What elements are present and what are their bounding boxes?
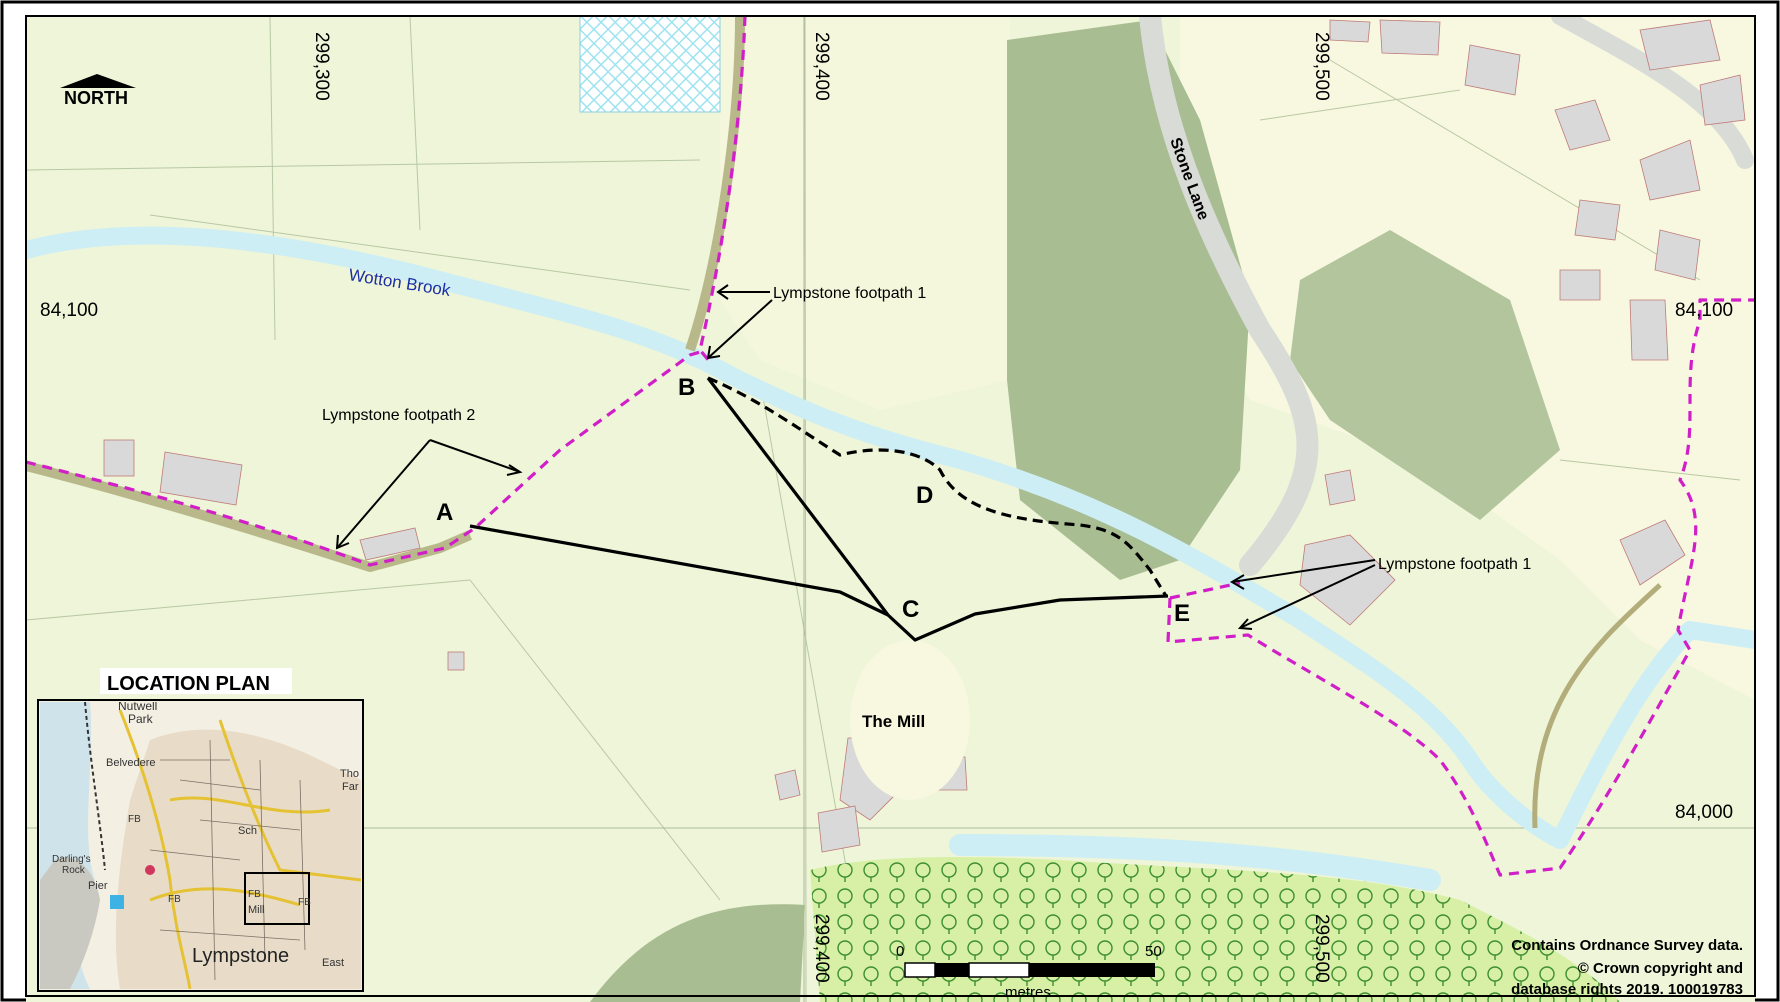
field-boundaries xyxy=(26,16,1741,1002)
copyright-line-1: Contains Ordnance Survey data. xyxy=(1511,937,1743,954)
copyright-line-2: © Crown copyright and xyxy=(1578,960,1743,977)
hedge-top xyxy=(685,16,745,352)
copyright-notice: Contains Ordnance Survey data. © Crown c… xyxy=(1511,937,1743,998)
north-arrow: NORTH xyxy=(60,74,136,108)
scale-zero: 0 xyxy=(896,943,904,960)
inset-streets xyxy=(149,739,306,981)
point-d-label: D xyxy=(916,482,933,509)
route-b-d-e xyxy=(707,376,1168,597)
inset-label-fb-2: FB xyxy=(168,894,181,905)
field-pale-top xyxy=(720,16,1010,410)
inset-label-mill: Mill xyxy=(248,904,265,916)
grid-label-n-84000-right: 84,000 xyxy=(1675,802,1733,823)
grid-label-e-299500-top: 299,500 xyxy=(1311,32,1332,101)
inset-mudflat xyxy=(40,857,100,989)
inset-label-tho: Tho xyxy=(340,768,359,780)
annotation-fp1-right: Lympstone footpath 1 xyxy=(1378,556,1531,573)
inset-label-far: Far xyxy=(342,781,359,793)
inset-label-fb-4: FB xyxy=(298,897,311,908)
woodland-dark-lower xyxy=(590,904,805,1002)
scale-seg-4 xyxy=(1029,963,1155,977)
scale-bar: 0 50 metres xyxy=(896,943,1162,1001)
inset-label-sch: Sch xyxy=(238,825,257,837)
track-right xyxy=(1532,583,1662,829)
inset-blue-block xyxy=(110,895,124,909)
inset-label-east: East xyxy=(322,957,344,969)
hedge-left xyxy=(26,461,472,572)
annotation-fp1-top: Lympstone footpath 1 xyxy=(773,285,926,302)
inset-site-box xyxy=(244,872,310,925)
route-a-c xyxy=(469,524,889,617)
annotation-arrows xyxy=(335,284,1376,630)
grid-label-n-84100-left: 84,100 xyxy=(40,300,98,321)
grid-label-e-299400-bottom: 299,400 xyxy=(811,914,832,983)
point-b-label: B xyxy=(678,374,695,401)
annotation-fp2: Lympstone footpath 2 xyxy=(322,407,475,424)
grid-label-n-84100-right: 84,100 xyxy=(1675,300,1733,321)
mill-yard xyxy=(850,640,970,800)
inset-railway xyxy=(84,702,106,871)
public-footpaths xyxy=(26,16,1755,877)
location-plan-title-bg xyxy=(100,668,292,694)
inset-roads xyxy=(118,709,361,989)
brook-lower xyxy=(949,834,1441,891)
grid-label-e-299400-top: 299,400 xyxy=(811,32,832,101)
scale-fifty: 50 xyxy=(1145,943,1162,960)
inset-label-fb-3: FB xyxy=(248,889,261,900)
footpath-1-route-e xyxy=(1166,298,1755,877)
scale-seg-2 xyxy=(935,963,969,977)
inset-label-lympstone: Lympstone xyxy=(192,945,289,967)
footpath-1-route-top xyxy=(698,16,747,364)
road-top-right xyxy=(1551,16,1754,169)
grid-label-e-299500-bottom: 299,500 xyxy=(1311,914,1332,983)
hatched-tank xyxy=(579,16,721,113)
location-plan-inset: LOCATION PLAN xyxy=(37,668,364,992)
inset-label-fb-1: FB xyxy=(128,814,141,825)
dark-woodland-east xyxy=(1290,230,1560,520)
stone-lane xyxy=(1139,16,1319,576)
point-a-label: A xyxy=(436,499,453,526)
north-label: NORTH xyxy=(64,88,128,108)
route-c-e xyxy=(886,594,1169,642)
point-e-label: E xyxy=(1174,600,1190,627)
location-plan-title: LOCATION PLAN xyxy=(107,673,270,695)
footpath-2-route xyxy=(26,350,701,567)
inset-label-park: Park xyxy=(128,712,154,726)
inset-label-pier: Pier xyxy=(88,880,108,892)
mill-label: The Mill xyxy=(862,712,925,731)
map-border xyxy=(25,15,1756,997)
inset-pier-marker xyxy=(145,865,155,875)
proposed-routes xyxy=(469,376,1169,642)
inset-labels: Nutwell Park Belvedere FB Sch Darling's … xyxy=(52,699,359,969)
scale-seg-3 xyxy=(968,962,1030,978)
scale-seg-1 xyxy=(904,962,936,978)
scale-unit: metres xyxy=(1005,984,1051,1001)
map-canvas: NORTH 299,300 299,400 299,500 299,400 29… xyxy=(26,16,1755,1002)
inset-map: Nutwell Park Belvedere FB Sch Darling's … xyxy=(40,699,361,989)
inset-label-nutwell: Nutwell xyxy=(118,699,157,713)
inset-label-belvedere: Belvedere xyxy=(106,757,156,769)
point-c-label: C xyxy=(902,596,919,623)
grid-label-e-299300-top: 299,300 xyxy=(311,32,332,101)
inset-label-darling-1: Darling's xyxy=(52,854,91,865)
inset-label-darling-2: Rock xyxy=(62,865,86,876)
wotton-brook xyxy=(26,226,1755,849)
north-arrow-icon xyxy=(60,74,136,88)
route-b-c xyxy=(706,377,890,616)
copyright-line-3: database rights 2019. 100019783 xyxy=(1511,981,1743,998)
